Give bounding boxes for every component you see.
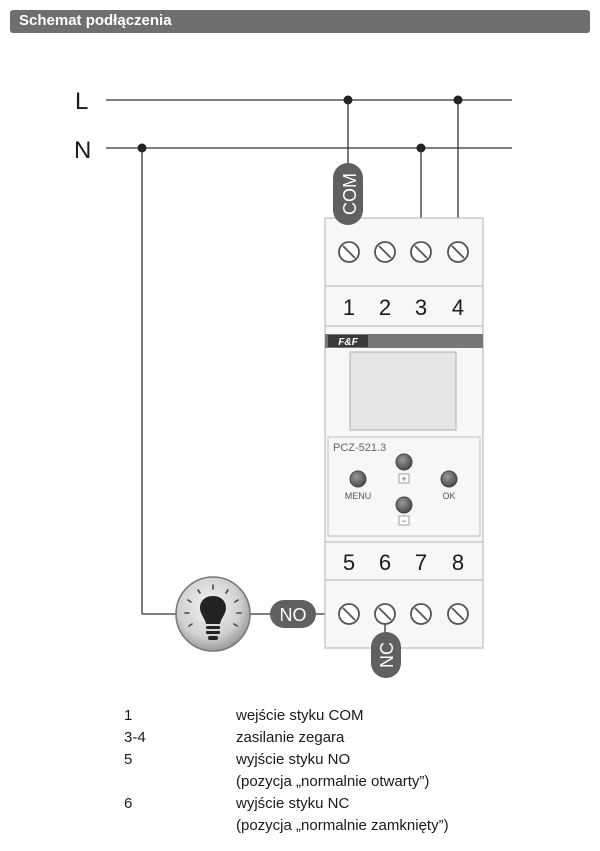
nc-label-pill [371,632,401,678]
legend-description: wejście styku COM [236,707,364,724]
terminal-number: 6 [379,550,391,575]
legend-description: wyjście styku NC [236,795,350,812]
terminal-number: 3 [415,295,427,320]
plus-icon: + [401,474,406,484]
nc-label: NC [377,642,397,668]
no-label-pill [270,600,316,628]
terminal-number: 2 [379,295,391,320]
legend-number: 1 [124,707,133,724]
ok-label: OK [442,491,455,501]
bottom-terminal-screws [338,603,469,625]
device-body [324,217,484,649]
plus-icon-box [398,473,410,484]
com-label-pill [333,163,363,225]
menu-label: MENU [345,491,372,501]
model-label: PCZ-521.3 [333,442,386,454]
section-title: Schemat podłączenia [19,12,172,29]
com-label: COM [340,173,360,215]
plus-button[interactable] [395,453,413,471]
menu-button[interactable] [349,470,367,488]
line-l-label: L [75,88,88,115]
bulb-icon [175,576,251,652]
terminal-number: 4 [452,295,464,320]
terminal-number: 7 [415,550,427,575]
minus-icon: − [401,516,406,526]
line-n-label: N [74,137,91,164]
lcd-display [349,351,457,431]
ok-button[interactable] [440,470,458,488]
minus-icon-box [398,515,410,526]
minus-button[interactable] [395,496,413,514]
brand-logo [328,335,368,347]
section-header: Schemat podłączenia [10,10,590,33]
legend-number: 6 [124,795,133,812]
no-label: NO [280,605,307,625]
legend-description: (pozycja „normalnie zamknięty”) [236,817,449,834]
legend-number: 5 [124,751,133,768]
terminal-number: 1 [343,295,355,320]
legend-description: zasilanie zegara [236,729,345,746]
brand-logo-text: F&F [338,337,358,348]
terminal-number: 5 [343,550,355,575]
top-terminal-screws [338,241,469,263]
legend-number: 3-4 [124,729,146,746]
legend-description: (pozycja „normalnie otwarty”) [236,773,430,790]
terminal-number: 8 [452,550,464,575]
legend-description: wyjście styku NO [236,751,351,768]
